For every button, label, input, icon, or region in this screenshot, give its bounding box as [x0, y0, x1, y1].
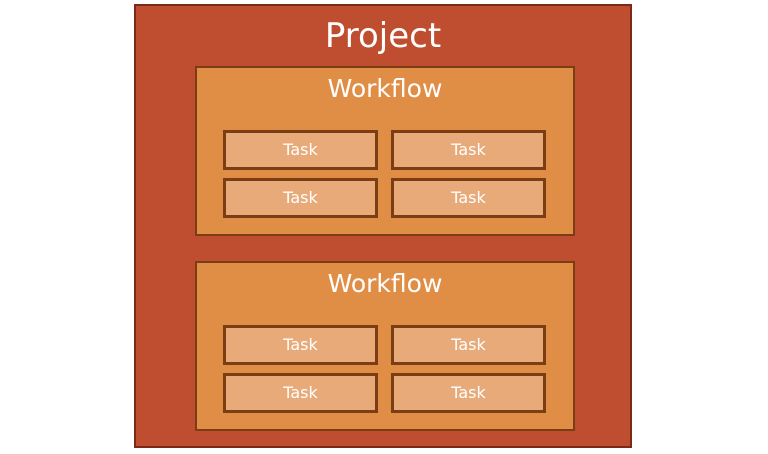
task-box: Task — [223, 325, 378, 365]
task-box: Task — [391, 130, 546, 170]
workflow-title: Workflow — [327, 74, 443, 103]
workflow-box-1: Workflow Task Task Task Task — [195, 66, 575, 236]
task-box: Task — [391, 373, 546, 413]
workflow-box-2: Workflow Task Task Task Task — [195, 261, 575, 431]
task-box: Task — [223, 373, 378, 413]
project-title: Project — [324, 16, 442, 56]
task-box: Task — [223, 130, 378, 170]
task-box: Task — [391, 325, 546, 365]
task-box: Task — [391, 178, 546, 218]
workflow-title: Workflow — [327, 269, 443, 298]
project-box: Project Workflow Task Task Task Task Wor… — [134, 4, 632, 448]
task-box: Task — [223, 178, 378, 218]
